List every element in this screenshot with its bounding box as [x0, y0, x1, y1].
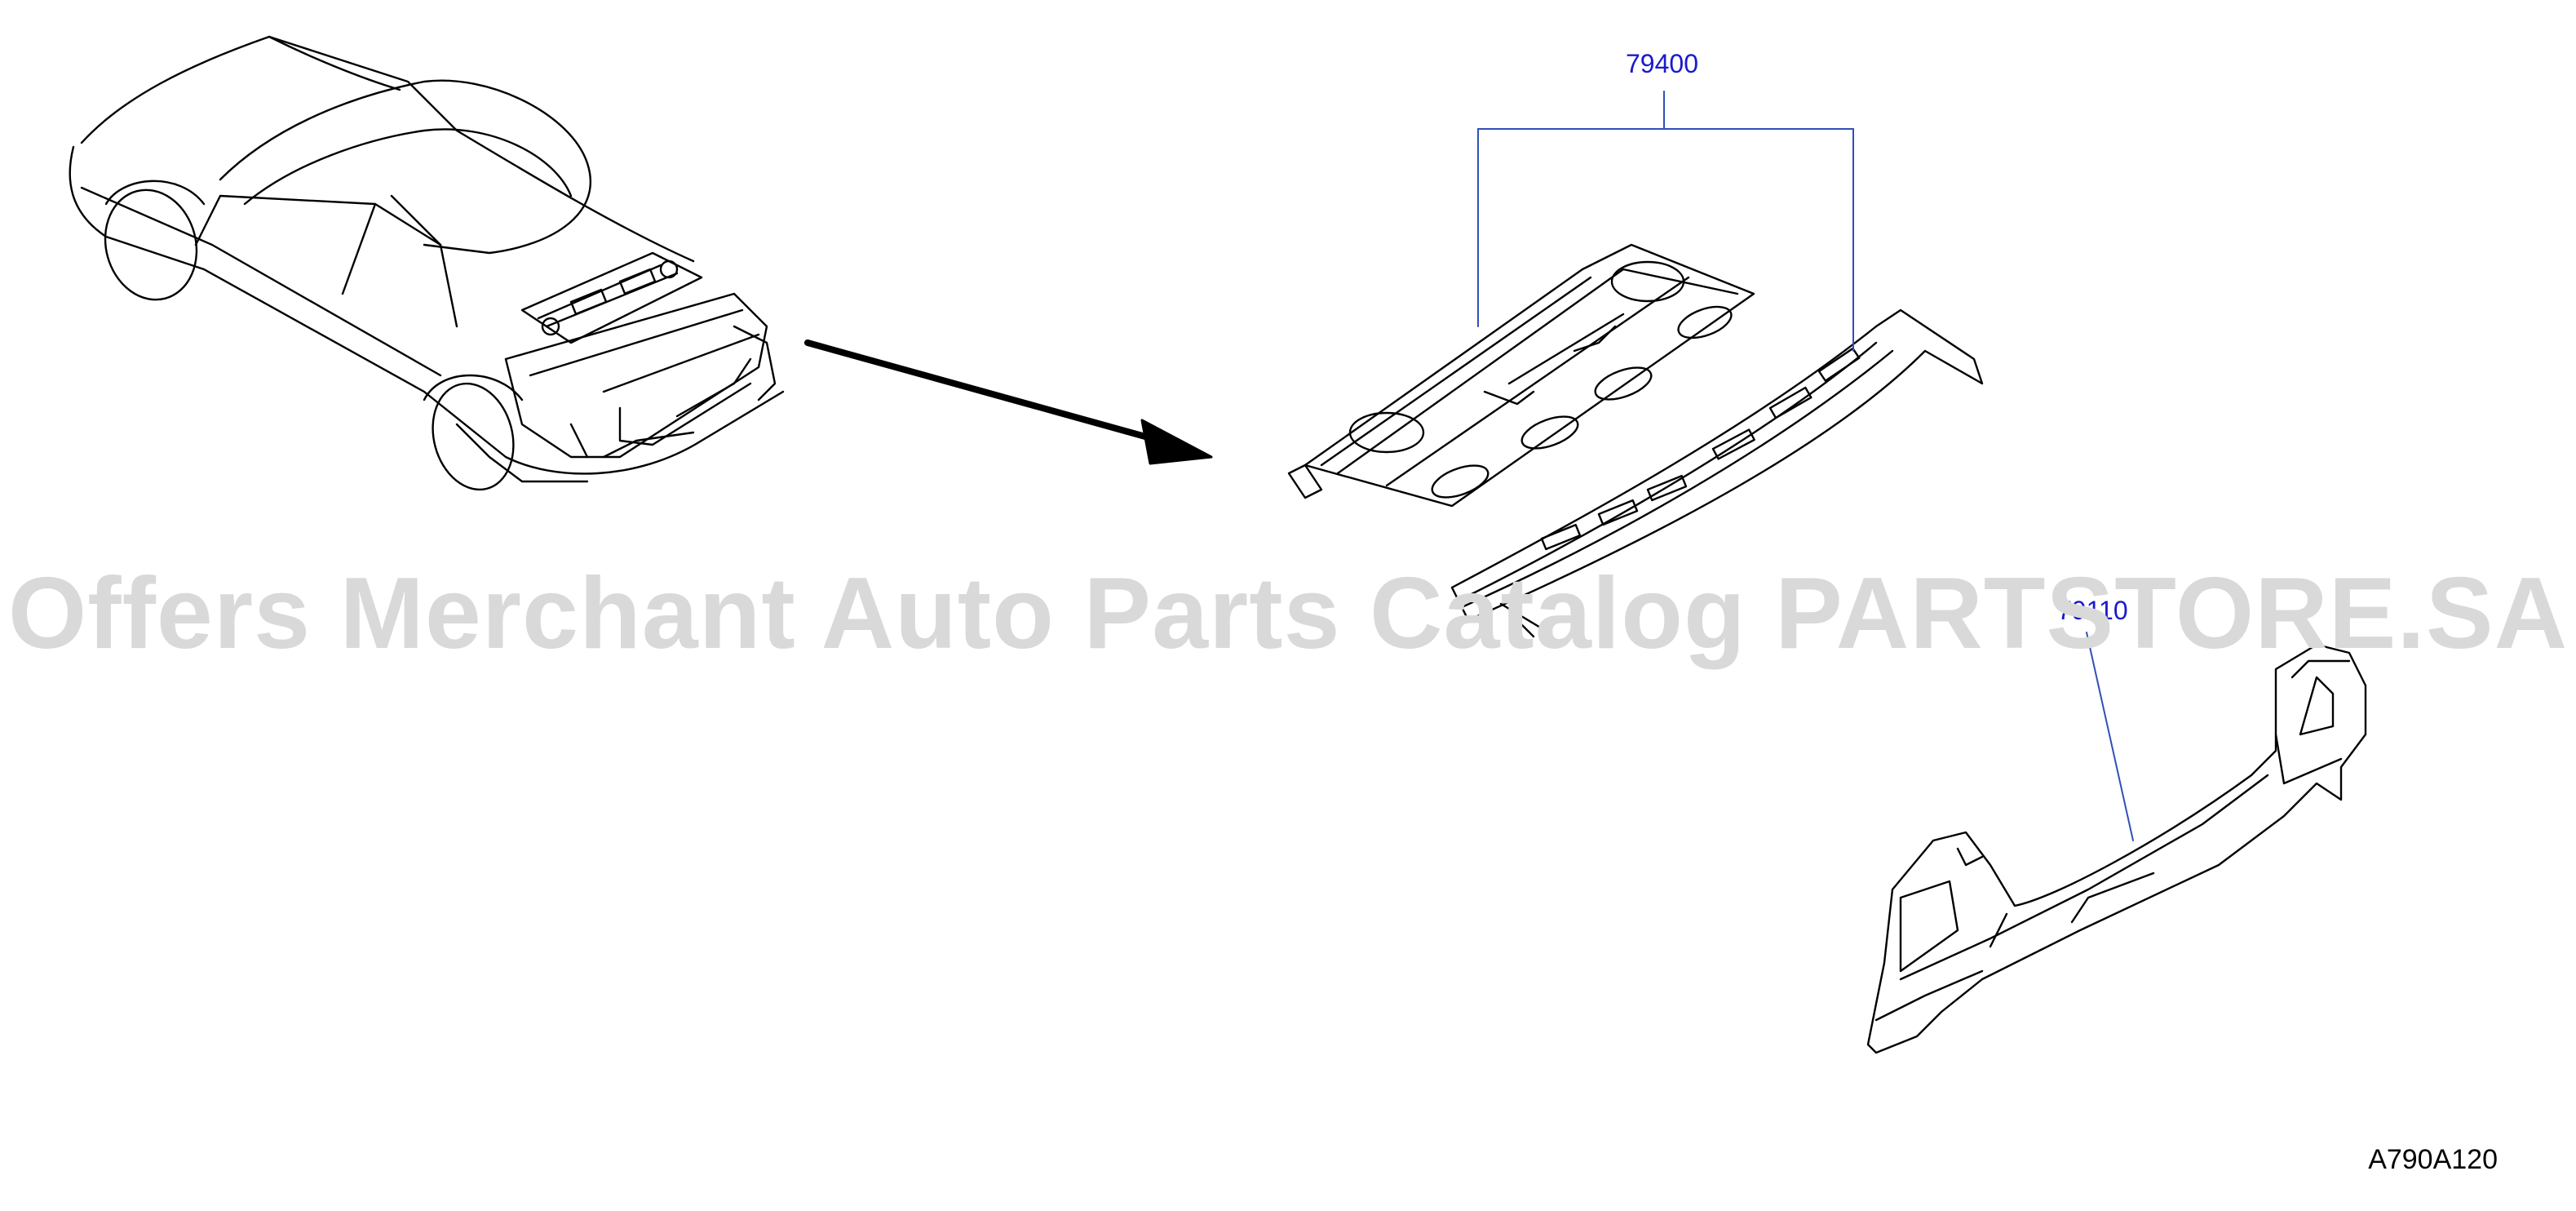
part-number-79110[interactable]: 79110	[2057, 596, 2128, 625]
callout-leaders	[1477, 91, 2134, 841]
drawing-code: A790A120	[2368, 1144, 2498, 1175]
rear-parcel-shelf-part	[1287, 243, 1984, 638]
part-number-79400[interactable]: 79400	[1626, 49, 1698, 78]
direction-arrow	[804, 339, 1213, 465]
rear-panel-part	[1866, 643, 2367, 1054]
car-illustration	[69, 35, 785, 491]
leader-79110	[2086, 632, 2134, 841]
